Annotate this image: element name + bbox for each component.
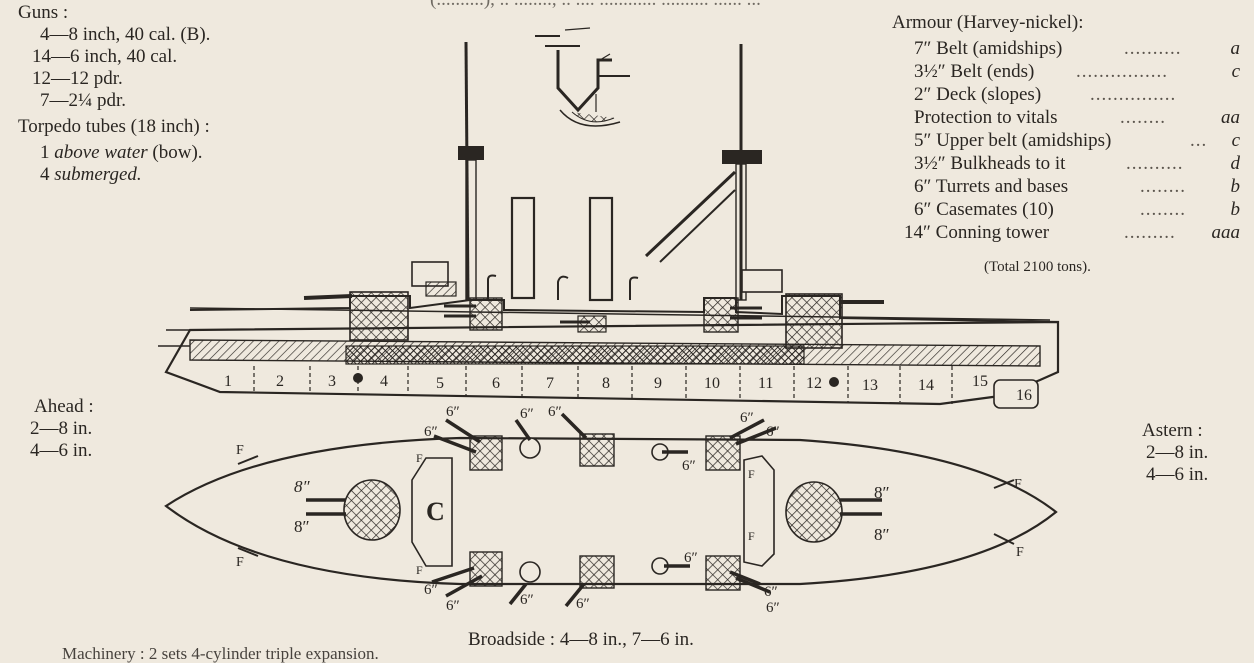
armour-row-conning-tower: 14″ Conning tower.........aaa (904, 222, 1240, 243)
armour-row-deck: 2″ Deck (slopes)............... (914, 84, 1177, 105)
section-14: 14 (918, 377, 934, 394)
torpedo-type-2: submerged. (54, 164, 142, 185)
gun-6-label-12: 6″ (684, 550, 698, 566)
gun-6-label-10: 6″ (520, 592, 534, 608)
gun-8-label-4: 8″ (874, 525, 890, 544)
ahead-line-1: 2—8 in. (30, 418, 93, 439)
section-10: 10 (704, 375, 720, 392)
armour-row-belt-amidships: 7″ Belt (amidships)..........a (914, 38, 1240, 59)
armour-row-belt-ends: 3½″ Belt (ends)................c (914, 61, 1240, 82)
gun-6-label-5: 6″ (740, 410, 754, 426)
armour-row-casemates: 6″ Casemates (10)........b (914, 199, 1240, 220)
gun-6-label-13: 6″ (764, 584, 778, 600)
gun-6-label-4: 6″ (548, 404, 562, 420)
plan-view: C (164, 404, 1058, 616)
section-15: 15 (972, 373, 988, 390)
armour-total: (Total 2100 tons). (984, 259, 1091, 275)
gun-6-label-8: 6″ (424, 582, 438, 598)
gun-8-label-1: 8″ (294, 477, 311, 496)
armour-row-upper-belt: 5″ Upper belt (amidships)...c (914, 130, 1240, 151)
section-12: 12 (806, 375, 822, 392)
conning-glyph: C (426, 497, 445, 526)
armour-row-bulkheads: 3½″ Bulkheads to it..........d (914, 153, 1240, 174)
gun-6-label-1: 6″ (446, 404, 460, 420)
astern-line-2: 4—6 in. (1146, 464, 1209, 485)
gun-8-label-3: 8″ (874, 483, 890, 502)
section-7: 7 (546, 375, 554, 392)
armour-list: 7″ Belt (amidships)..........a 3½″ Belt … (904, 38, 1240, 248)
armour-row-vitals: Protection to vitals........aa (914, 107, 1240, 128)
section-13: 13 (862, 377, 878, 394)
torpedo-type-1: above water (54, 142, 148, 163)
gun-6-label-9: 6″ (446, 598, 460, 614)
guns-heading: Guns : (18, 2, 69, 23)
gun-8-label-2: 8″ (294, 517, 310, 536)
ahead-line-2: 4—6 in. (30, 440, 93, 461)
gun-6-label-2: 6″ (424, 424, 438, 440)
section-6: 6 (492, 375, 500, 392)
guns-line-4: 7—2¼ pdr. (40, 90, 127, 111)
section-4: 4 (380, 373, 388, 390)
armour-block: Armour (Harvey-nickel): 7″ Belt (amidshi… (892, 12, 1242, 276)
astern-line-1: 2—8 in. (1146, 442, 1209, 463)
hull-sections (253, 366, 953, 404)
section-11: 11 (758, 375, 773, 392)
guns-line-3: 12—12 pdr. (32, 68, 123, 89)
guns-line-2: 14—6 inch, 40 cal. (32, 46, 178, 67)
section-2: 2 (276, 373, 284, 390)
fire-mark-4: F (1016, 545, 1024, 560)
fire-mark-7: F (748, 467, 755, 481)
broadside-text: Broadside : 4—8 in., 7—6 in. (468, 629, 694, 650)
torpedo-suffix-1: (bow). (147, 142, 203, 163)
section-5: 5 (436, 375, 444, 392)
gun-6-label-11: 6″ (576, 596, 590, 612)
fire-mark-2: F (236, 555, 244, 570)
section-1: 1 (224, 373, 232, 390)
armour-row-turrets: 6″ Turrets and bases........b (914, 176, 1240, 197)
torpedo-heading: Torpedo tubes (18 inch) : (18, 116, 210, 137)
gun-6-label-6: 6″ (766, 424, 780, 440)
section-inset (535, 27, 630, 127)
fire-mark-3: F (1014, 477, 1022, 492)
torpedo-count-2: 4 (40, 164, 50, 185)
section-8: 8 (602, 375, 610, 392)
ahead-block: Ahead : 2—8 in. 4—6 in. (30, 396, 140, 466)
section-16: 16 (1016, 387, 1032, 404)
top-cutoff-text: (..........), .. ........, .. .... .....… (430, 0, 761, 9)
guns-block: Guns : 4—8 inch, 40 cal. (B). 14—6 inch,… (18, 2, 308, 192)
torpedo-line-2: 4 submerged. (40, 164, 142, 186)
section-3: 3 (328, 373, 336, 390)
gun-6-label-3: 6″ (520, 406, 534, 422)
torpedo-count-1: 1 (40, 142, 50, 163)
section-9: 9 (654, 375, 662, 392)
astern-block: Astern : 2—8 in. 4—6 in. (1142, 420, 1252, 490)
fire-mark-1: F (236, 443, 244, 458)
fire-mark-8: F (748, 529, 755, 543)
side-elevation: 1 2 3 4 5 6 7 8 9 10 11 12 13 14 15 16 (158, 41, 1060, 409)
gun-6-label-14: 6″ (766, 600, 780, 616)
fire-mark-5: F (416, 451, 423, 465)
armour-heading: Armour (Harvey-nickel): (892, 12, 1084, 33)
astern-label: Astern : (1142, 420, 1203, 441)
guns-line-1: 4—8 inch, 40 cal. (B). (40, 24, 211, 45)
fire-mark-6: F (416, 563, 423, 577)
gun-6-label-7: 6″ (682, 458, 696, 474)
ahead-label: Ahead : (34, 396, 94, 417)
torpedo-line-1: 1 above water (bow). (40, 142, 203, 164)
